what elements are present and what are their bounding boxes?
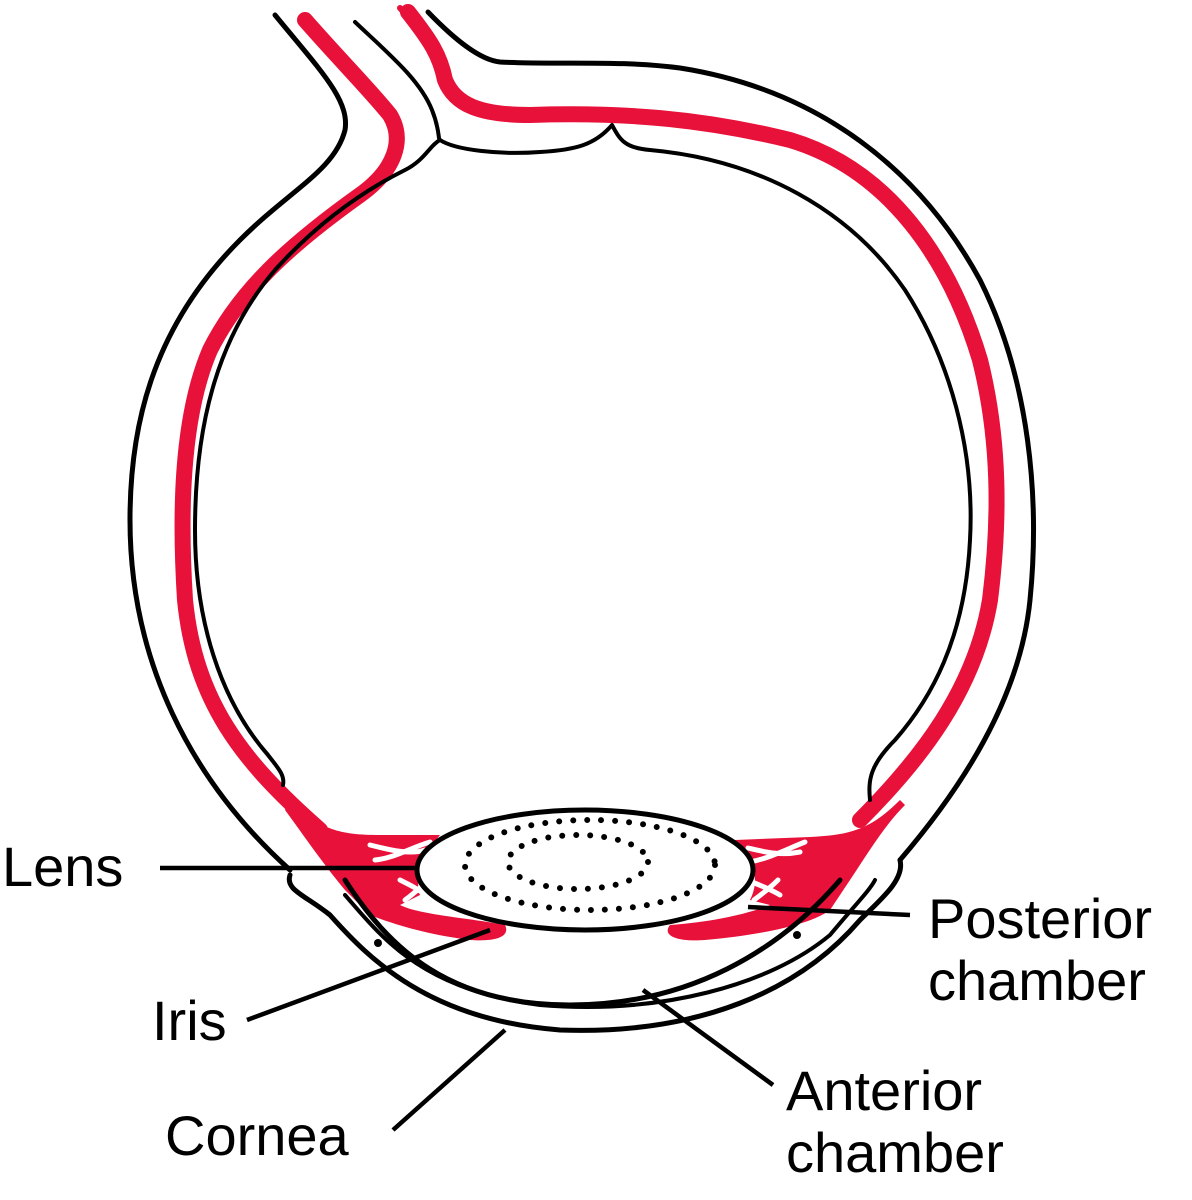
cornea-outer — [286, 857, 904, 1033]
optic-nerve-inner-left — [353, 20, 442, 142]
label-cornea: Cornea — [165, 1104, 349, 1167]
ciliary-body-right — [667, 800, 905, 941]
choroid-left-thin-top — [302, 17, 373, 93]
canal-of-schlemm-left — [374, 939, 382, 947]
leader-anterior-chamber — [641, 988, 775, 1087]
anterior-chamber-boundary — [342, 877, 843, 1008]
label-anterior-chamber-line1: Anterior — [786, 1059, 983, 1122]
leader-posterior-chamber — [747, 904, 911, 918]
lens — [414, 807, 756, 933]
choroid-left — [174, 12, 405, 838]
lens-nucleus-outer — [462, 817, 718, 913]
sclera-outer-right — [425, 9, 1036, 863]
choroid-right — [400, 4, 1005, 828]
label-iris: Iris — [152, 989, 227, 1052]
label-lens: Lens — [2, 835, 124, 898]
leader-cornea — [391, 1028, 507, 1132]
zonular-fibers-right — [745, 839, 808, 903]
label-anterior-chamber: Anterior chamber — [786, 1060, 1004, 1184]
label-posterior-chamber: Posterior chamber — [928, 888, 1152, 1012]
label-posterior-chamber-line2: chamber — [928, 949, 1146, 1012]
label-anterior-chamber-line2: chamber — [786, 1121, 1004, 1184]
canal-of-schlemm-right — [793, 931, 801, 939]
leader-iris — [246, 927, 491, 1023]
choroid-right-thin-top — [397, 5, 441, 58]
cornea-middle — [343, 878, 877, 1009]
retina-inner — [193, 123, 973, 802]
label-posterior-chamber-line1: Posterior — [928, 887, 1153, 950]
lens-nucleus-inner — [505, 832, 651, 892]
sclera-outer-left — [127, 12, 349, 873]
